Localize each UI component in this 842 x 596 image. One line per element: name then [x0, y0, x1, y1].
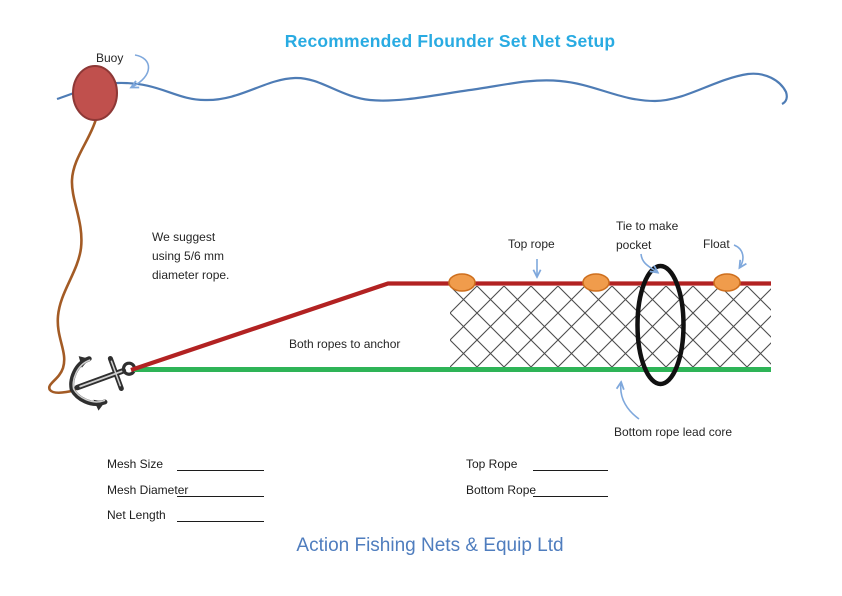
pocket-arrow	[640, 253, 657, 272]
page-title: Recommended Flounder Set Net Setup	[284, 31, 616, 51]
mesh-diameter-blank	[177, 483, 264, 497]
float-shape	[582, 273, 610, 292]
float-shape	[448, 273, 476, 292]
buoy-arrow	[132, 54, 150, 87]
bottom-rope-blank	[533, 483, 608, 497]
top-rope-blank	[533, 457, 608, 471]
net-length-blank	[177, 508, 264, 522]
tie-pocket-label: Tie to make pocket	[616, 219, 679, 253]
mesh-diameter-label: Mesh Diameter	[107, 483, 189, 497]
net-mesh	[450, 286, 771, 369]
float-label: Float	[703, 237, 730, 251]
pocket-tie-ellipse	[635, 263, 686, 387]
buoy-rope-line	[47, 118, 98, 395]
float-shape	[713, 273, 741, 292]
company-name: Action Fishing Nets & Equip Ltd	[296, 535, 564, 556]
water-surface-line	[56, 72, 788, 105]
mesh-size-label: Mesh Size	[107, 457, 164, 471]
float-arrow	[733, 244, 743, 267]
net-length-label: Net Length	[107, 508, 166, 522]
anchor-icon	[69, 355, 137, 411]
buoy-shape	[72, 65, 118, 121]
mesh-size-blank	[177, 457, 264, 471]
bottom-rope-label: Bottom rope lead core	[614, 425, 733, 439]
top-rope-label: Top rope	[508, 237, 555, 251]
top-rope-field-label: Top Rope	[466, 457, 518, 471]
both-ropes-label: Both ropes to anchor	[289, 337, 401, 351]
rope-suggestion-label: We suggest using 5/6 mm diameter rope.	[152, 230, 230, 283]
bottom-rope-field-label: Bottom Rope	[466, 483, 537, 497]
buoy-label: Buoy	[96, 51, 124, 65]
bottom-rope-arrow	[621, 383, 640, 420]
